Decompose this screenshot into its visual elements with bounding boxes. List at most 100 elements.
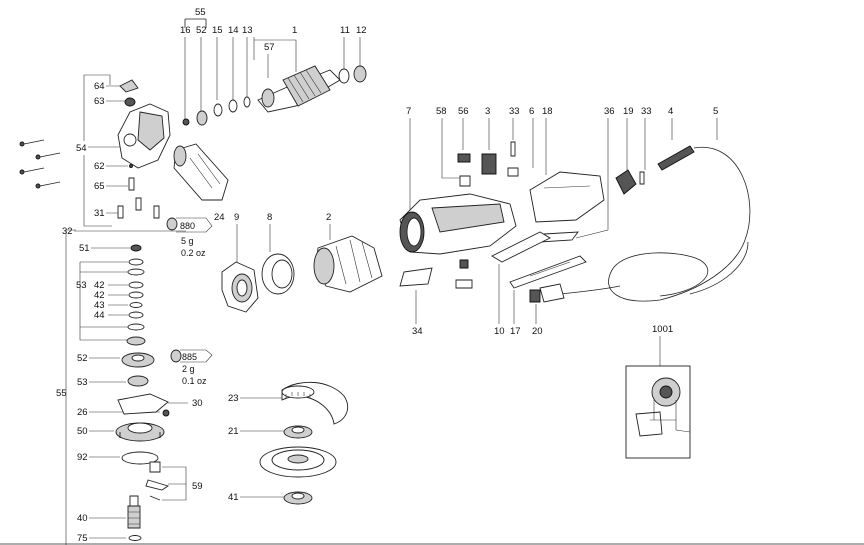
label-92: 92 [77, 452, 88, 463]
label-53-top: 53 [76, 280, 87, 291]
grinding-disc [259, 446, 337, 478]
label-42-b: 42 [94, 290, 105, 301]
label-62: 62 [94, 161, 105, 172]
part-54-gear-housing [117, 103, 171, 169]
label-56: 56 [458, 106, 469, 117]
label-33-b: 33 [641, 106, 652, 117]
part-59-spindle-lock [145, 461, 170, 501]
label-58: 58 [436, 106, 447, 117]
part-2-field-coil [313, 235, 383, 293]
part-10-switch-rod [455, 231, 551, 289]
label-36: 36 [604, 106, 615, 117]
label-12: 12 [356, 25, 367, 36]
label-19: 19 [623, 106, 634, 117]
grease-885-code: 885 [182, 352, 197, 362]
part-8-fan [261, 253, 295, 295]
label-15: 15 [212, 25, 223, 36]
label-34: 34 [412, 326, 423, 337]
part-14-bearing [228, 99, 238, 113]
part-16-nut [182, 118, 190, 126]
grease-880-code: 880 [180, 221, 195, 231]
part-7-motor-housing [399, 193, 517, 255]
part-6-cable-clamp [507, 167, 519, 177]
label-53-bottom: 53 [77, 377, 88, 388]
label-30: 30 [192, 398, 203, 409]
label-1001: 1001 [652, 324, 673, 335]
label-54: 54 [76, 143, 87, 154]
label-44: 44 [94, 310, 105, 321]
part-33-screw-a [510, 141, 516, 157]
part-4-cable-sleeve [657, 145, 695, 171]
part-20-interference-suppressor [529, 289, 541, 303]
label-4: 4 [668, 106, 673, 117]
grease-880-grams: 5 g [181, 236, 194, 246]
label-6: 6 [529, 106, 534, 117]
label-59: 59 [192, 481, 203, 492]
label-7: 7 [406, 106, 411, 117]
label-26: 26 [77, 407, 88, 418]
part-21-flange [283, 425, 313, 439]
part-5-power-cable [532, 146, 751, 303]
label-63: 63 [94, 96, 105, 107]
label-55-left: 55 [56, 388, 67, 399]
label-43: 43 [94, 300, 105, 311]
part-31-screws [117, 197, 160, 219]
part-1-armature [257, 65, 341, 113]
part-40-spindle [127, 495, 141, 529]
label-17: 17 [510, 326, 521, 337]
part-58-brush-holder [459, 175, 471, 187]
part-15-washer [213, 103, 223, 117]
grease-note-880: 880 5 g 0.2 oz [166, 217, 213, 258]
label-40: 40 [77, 513, 88, 524]
loose-screws-left [19, 139, 61, 189]
part-13-ring [243, 96, 251, 108]
label-14: 14 [228, 25, 239, 36]
label-5: 5 [713, 106, 718, 117]
label-52: 52 [77, 353, 88, 364]
label-8: 8 [267, 212, 272, 223]
label-21: 21 [228, 426, 239, 437]
label-23: 23 [228, 393, 239, 404]
label-1: 1 [292, 25, 297, 36]
part-53-bearing [127, 375, 149, 387]
label-31: 31 [94, 208, 105, 219]
label-3: 3 [485, 106, 490, 117]
part-41-clamping-nut [283, 491, 313, 505]
label-65: 65 [94, 181, 105, 192]
part-23-wheel-guard [281, 381, 348, 425]
part-63-spring [124, 97, 136, 107]
label-11: 11 [340, 25, 350, 36]
part-18-switch-cover [529, 171, 605, 223]
label-9: 9 [234, 212, 239, 223]
label-2: 2 [326, 212, 331, 223]
part-56-carbon-brush [457, 153, 471, 163]
part-11-bearing [338, 68, 350, 84]
label-20: 20 [532, 326, 543, 337]
label-13: 13 [242, 25, 253, 36]
part-30-plate [117, 393, 170, 417]
part-64-cap [119, 79, 139, 93]
part-3-switch [481, 153, 497, 175]
part-33-screw-b [639, 171, 645, 185]
part-52-bevel-gear [196, 110, 208, 126]
part-92-o-ring [121, 451, 159, 465]
label-55-top: 55 [195, 7, 206, 18]
grease-885-grams: 2 g [182, 364, 195, 374]
label-51: 51 [79, 243, 90, 254]
label-16: 16 [180, 25, 191, 36]
label-42-a: 42 [94, 280, 105, 291]
part-65-screw [128, 177, 135, 191]
part-9-fan-baffle [221, 261, 259, 313]
part-50-bearing-flange [115, 422, 165, 442]
label-10: 10 [494, 326, 505, 337]
part-62-pin [129, 164, 133, 168]
label-18: 18 [542, 106, 553, 117]
part-1001-wiring-inset [625, 365, 691, 459]
part-52-spiral-bevel-gear [121, 352, 155, 368]
part-19-strain-relief [615, 169, 637, 195]
part-24-side-handle [173, 143, 229, 201]
part-17-switch-slider [509, 255, 587, 289]
label-32: 32 [62, 226, 73, 237]
label-57: 57 [264, 42, 275, 53]
